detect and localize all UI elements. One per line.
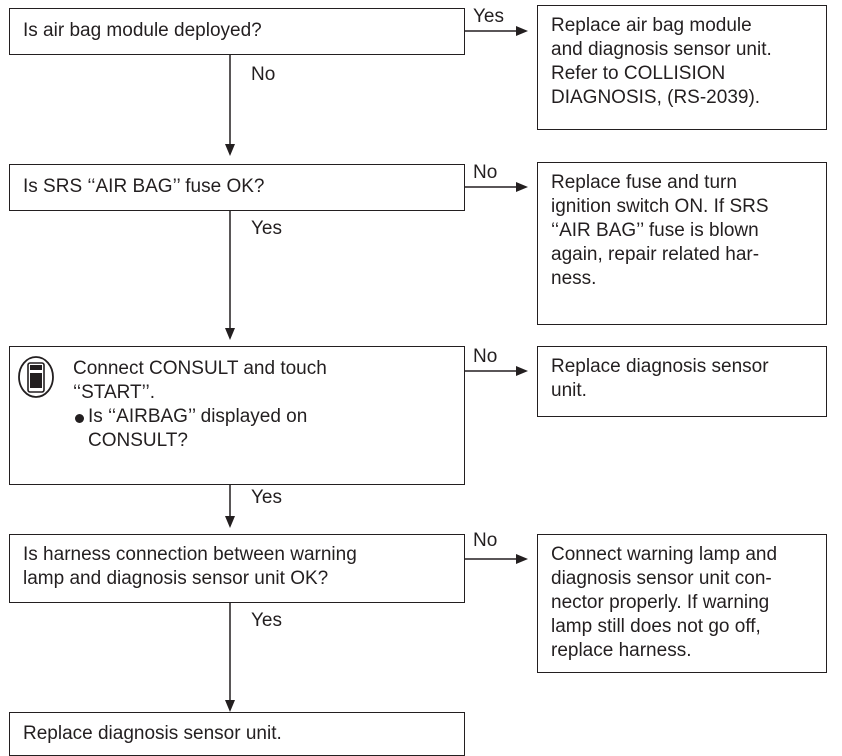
question-box-1: Is air bag module deployed? [9,8,465,55]
action-line: Refer to COLLISION [551,63,726,84]
action-line: lamp still does not go off, [551,616,761,637]
action-line: again, repair related har- [551,244,760,265]
final-action-text: Replace diagnosis sensor unit. [23,723,282,744]
question-text: Is harness connection between warning [23,544,357,565]
action-line: Replace fuse and turn [551,172,737,193]
action-line: nector properly. If warning [551,592,770,613]
action-line: ignition switch ON. If SRS [551,196,769,217]
action-box-3: Replace diagnosis sensor unit. [537,346,827,417]
bullet-text: CONSULT? [88,430,188,451]
consult-tester-icon [18,356,54,398]
question-text: lamp and diagnosis sensor unit OK? [23,568,329,589]
branch-label-no: No [473,162,498,183]
question-text: Connect CONSULT and touch [73,358,327,379]
action-box-1: Replace air bag module and diagnosis sen… [537,5,827,130]
question-box-2: Is SRS ‘‘AIR BAG’’ fuse OK? [9,164,465,211]
question-text: ‘‘START’’. [73,382,156,403]
branch-label-yes: Yes [251,487,282,508]
branch-label-no: No [473,530,498,551]
action-line: replace harness. [551,640,692,661]
action-line: Replace air bag module [551,15,752,36]
branch-label-yes: Yes [251,610,282,631]
action-line: DIAGNOSIS, (RS-2039). [551,87,761,108]
question-text: Is SRS ‘‘AIR BAG’’ fuse OK? [23,176,265,197]
question-box-4: Is harness connection between warning la… [9,534,465,603]
action-line: unit. [551,380,587,401]
branch-label-no: No [251,64,276,85]
action-line: and diagnosis sensor unit. [551,39,772,60]
final-action-box: Replace diagnosis sensor unit. [9,712,465,756]
action-line: Replace diagnosis sensor [551,356,769,377]
action-line: diagnosis sensor unit con- [551,568,772,589]
action-box-4: Connect warning lamp and diagnosis senso… [537,534,827,673]
bullet-text: Is ‘‘AIRBAG’’ displayed on [88,406,308,427]
branch-label-yes: Yes [473,6,504,27]
action-line: ness. [551,268,597,289]
bullet-dot [75,414,84,423]
action-box-2: Replace fuse and turn ignition switch ON… [537,162,827,325]
branch-label-yes: Yes [251,218,282,239]
question-box-3: Connect CONSULT and touch ‘‘START’’. Is … [9,346,465,485]
branch-label-no: No [473,346,498,367]
action-line: ‘‘AIR BAG’’ fuse is blown [551,220,759,241]
action-line: Connect warning lamp and [551,544,778,565]
question-text: Is air bag module deployed? [23,20,262,41]
